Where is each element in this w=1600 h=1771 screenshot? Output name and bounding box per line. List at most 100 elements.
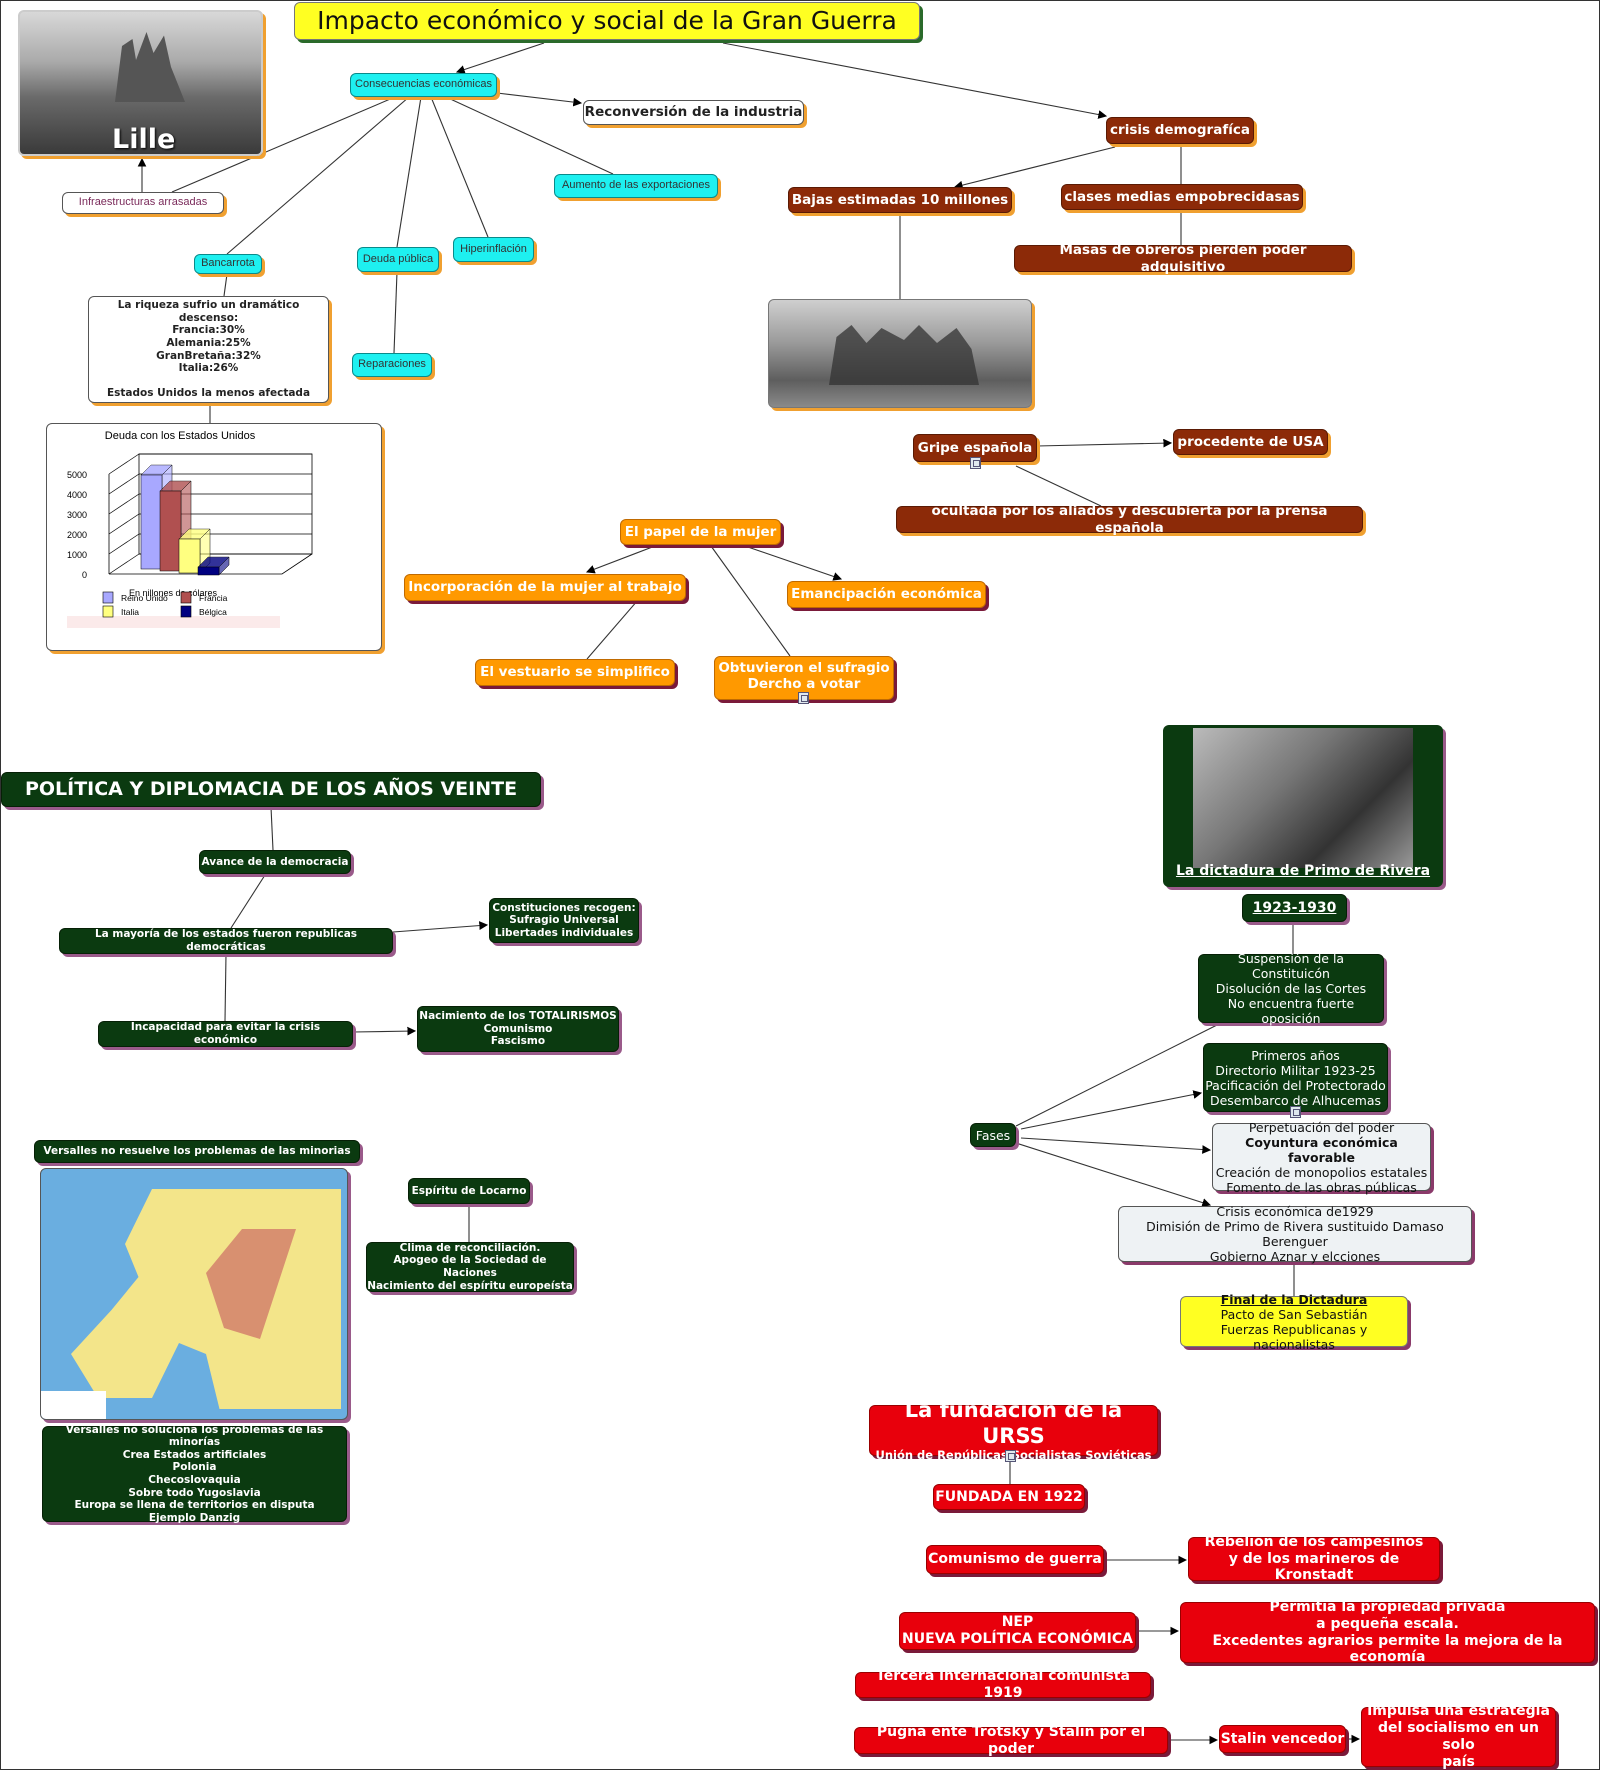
chart-gridline-side	[108, 453, 140, 475]
chart-bar-bélgica	[197, 566, 220, 576]
chart-legend-label: Francia	[199, 593, 228, 603]
perpetuacion-bold-line: Coyuntura económica favorable	[1245, 1134, 1398, 1165]
chart-bar-francia	[159, 490, 182, 572]
chart-legend-swatch	[180, 591, 192, 604]
debt-chart: Deuda con los Estados Unidos 0 1000 2000 300…	[67, 430, 313, 628]
final-dictadura-title: Final de la Dictadura	[1220, 1291, 1368, 1307]
chart-ytick-label: 5000	[67, 470, 87, 480]
node-masas-obreros[interactable]: Masas de obreros pierden poder adquisiti…	[1014, 242, 1352, 275]
node-avance-democracia[interactable]: Avance de la democracia	[199, 850, 351, 874]
node-nep[interactable]: NEP NUEVA POLÍTICA ECONÓMICA	[899, 1612, 1136, 1650]
node-primeros-anos[interactable]: Primeros años Directorio Militar 1923-25…	[1203, 1043, 1388, 1112]
node-clima-reconciliacion[interactable]: Clima de reconciliación. Apogeo de la So…	[366, 1241, 574, 1292]
node-mayoria-republicas[interactable]: La mayoría de los estados fueron republi…	[59, 928, 393, 954]
node-locarno[interactable]: Espíritu de Locarno	[408, 1178, 530, 1204]
note-icon[interactable]	[970, 457, 981, 469]
node-propiedad-privada[interactable]: Permitia la propiedad privada a pequeña …	[1180, 1599, 1595, 1665]
lille-caption: Lille	[112, 124, 176, 155]
node-suspension-constitucion[interactable]: Suspensión de la Constituicón Disolución…	[1198, 951, 1384, 1026]
node-deuda-publica[interactable]: Deuda pública	[357, 247, 439, 272]
node-sufragio[interactable]: Obtuvieron el sufragio Dercho a votar	[714, 656, 894, 700]
node-papel-mujer[interactable]: El papel de la mujer	[620, 519, 781, 545]
node-1923-1930[interactable]: 1923-1930	[1242, 894, 1347, 922]
chart-gridline-side	[108, 513, 140, 535]
node-emancipacion-economica[interactable]: Emancipación económica	[787, 581, 986, 608]
node-pugna-trotsky-stalin[interactable]: Pugna ente Trotsky y Stalin por el poder	[854, 1724, 1168, 1757]
politica-title[interactable]: POLÍTICA Y DIPLOMACIA DE LOS AÑOS VEINTE	[1, 772, 541, 807]
node-aumento-exportaciones[interactable]: Aumento de las exportaciones	[554, 174, 718, 198]
primo-caption: La dictadura de Primo de Rivera	[1175, 863, 1431, 879]
node-stalin-vencedor[interactable]: Stalin vencedor	[1219, 1725, 1346, 1753]
map-legend	[41, 1391, 106, 1419]
map-land	[71, 1189, 341, 1409]
chart-legend-label: Reino Unido	[121, 593, 168, 603]
node-tercera-internacional[interactable]: Tercera internacional comunista 1919	[855, 1668, 1151, 1701]
node-fases[interactable]: Fases	[970, 1123, 1016, 1147]
node-versalles-box[interactable]: Versalles no soluciona los problemas de …	[42, 1424, 347, 1524]
node-consecuencias-economicas[interactable]: Consecuencias económicas	[350, 73, 497, 97]
node-clases-medias[interactable]: clases medias empobrecidasas	[1061, 184, 1303, 210]
node-crisis-1929[interactable]: Crisis económica de1929 Dimisión de Prim…	[1118, 1204, 1472, 1264]
node-hiperinflacion[interactable]: Hiperinflación	[453, 237, 534, 262]
node-socialismo-un-pais[interactable]: Impulsa una estrategia del socialismo en…	[1361, 1703, 1556, 1770]
note-icon[interactable]	[798, 692, 809, 704]
chart-ytick-label: 2000	[67, 530, 87, 540]
perpetuacion-lines: Creación de monopolios estatales Fomento…	[1215, 1164, 1428, 1195]
note-icon[interactable]	[1290, 1106, 1301, 1118]
final-dictadura-body: Pacto de San Sebastián Fuerzas Republica…	[1220, 1306, 1368, 1352]
perpetuacion-line: Perpetuación del poder	[1248, 1119, 1395, 1135]
chart-ytick-label: 0	[82, 570, 87, 580]
node-final-dictadura[interactable]: Final de la Dictadura Pacto de San Sebas…	[1180, 1292, 1408, 1352]
chart-title: Deuda con los Estados Unidos	[105, 430, 256, 442]
node-versalles-title[interactable]: Versalles no resuelve los problemas de l…	[34, 1140, 360, 1163]
chart-gridline-side	[108, 493, 140, 515]
primo-photo-node[interactable]: La dictadura de Primo de Rivera	[1163, 725, 1443, 887]
chart-gridline-side	[108, 553, 140, 575]
node-bancarrota[interactable]: Bancarrota	[194, 254, 262, 274]
urss-title: La fundación de la URSS	[904, 1398, 1123, 1448]
chart-legend-swatch	[102, 605, 114, 618]
chart-ytick-label: 3000	[67, 510, 87, 520]
node-reparaciones[interactable]: Reparaciones	[352, 353, 432, 377]
node-ocultada-aliados[interactable]: ocultada por los aliados y descubierta p…	[896, 503, 1363, 536]
europe-map	[40, 1168, 348, 1420]
debt-chart-box: Deuda con los Estados Unidos 0 1000 2000 300…	[46, 423, 382, 651]
chart-ytick-label: 1000	[67, 550, 87, 560]
node-incorporacion-trabajo[interactable]: Incorporación de la mujer al trabajo	[404, 574, 686, 601]
chart-gridline-side	[108, 533, 140, 555]
node-procedente-usa[interactable]: procedente de USA	[1173, 429, 1328, 455]
node-perpetuacion-poder[interactable]: Perpetuación del poder Coyuntura económi…	[1212, 1119, 1431, 1195]
chart-legend-label: Bélgica	[199, 607, 227, 617]
node-totalitarismos[interactable]: Nacimiento de los TOTALIRISMOS Comunismo…	[417, 1006, 619, 1052]
node-rebelion-campesinos[interactable]: Rebelión de los campesinos y de los mari…	[1188, 1534, 1440, 1583]
chart-ytick-label: 4000	[67, 490, 87, 500]
node-reconversion-industria[interactable]: Reconversión de la industria	[583, 100, 804, 125]
soldiers-silhouette	[829, 325, 979, 385]
chart-gridline-side	[108, 473, 140, 495]
main-title[interactable]: Impacto económico y social de la Gran Gu…	[294, 2, 920, 40]
note-icon[interactable]	[1005, 1450, 1016, 1462]
node-riqueza-descenso[interactable]: La riqueza sufrio un dramático descenso:…	[88, 296, 329, 403]
node-incapacidad-crisis[interactable]: Incapacidad para evitar la crisis económ…	[98, 1021, 353, 1047]
chart-bar-reino-unido	[140, 474, 163, 570]
node-bajas-estimadas[interactable]: Bajas estimadas 10 millones	[788, 187, 1012, 213]
urss-subtitle: Unión de Repúblicas Socialistas Soviétic…	[875, 1447, 1152, 1462]
node-comunismo-guerra[interactable]: Comunismo de guerra	[926, 1545, 1104, 1574]
soldiers-photo	[768, 299, 1032, 408]
chart-legend-swatch	[180, 605, 192, 618]
chart-x-label: En nillones de cólares	[129, 588, 218, 598]
chart-legend-bg	[67, 616, 280, 628]
primo-photo	[1193, 728, 1413, 868]
node-fundada-1922[interactable]: FUNDADA EN 1922	[933, 1484, 1085, 1510]
lille-photo: Lille	[18, 10, 263, 156]
node-crisis-demografica[interactable]: crisis demografíca	[1106, 117, 1254, 144]
node-vestuario[interactable]: El vestuario se simplifico	[475, 659, 675, 686]
chart-legend-swatch	[102, 591, 114, 604]
node-infraestructuras-arrasadas[interactable]: Infraestructuras arrasadas	[62, 192, 224, 214]
ruins-silhouette	[115, 32, 185, 102]
node-constituciones[interactable]: Constituciones recogen: Sufragio Univers…	[489, 898, 639, 943]
chart-legend-label: Italia	[121, 607, 139, 617]
chart-bar-italia	[178, 538, 201, 574]
node-fundacion-urss[interactable]: La fundación de la URSS Unión de Repúbli…	[869, 1398, 1158, 1462]
chart-floor	[109, 553, 313, 575]
